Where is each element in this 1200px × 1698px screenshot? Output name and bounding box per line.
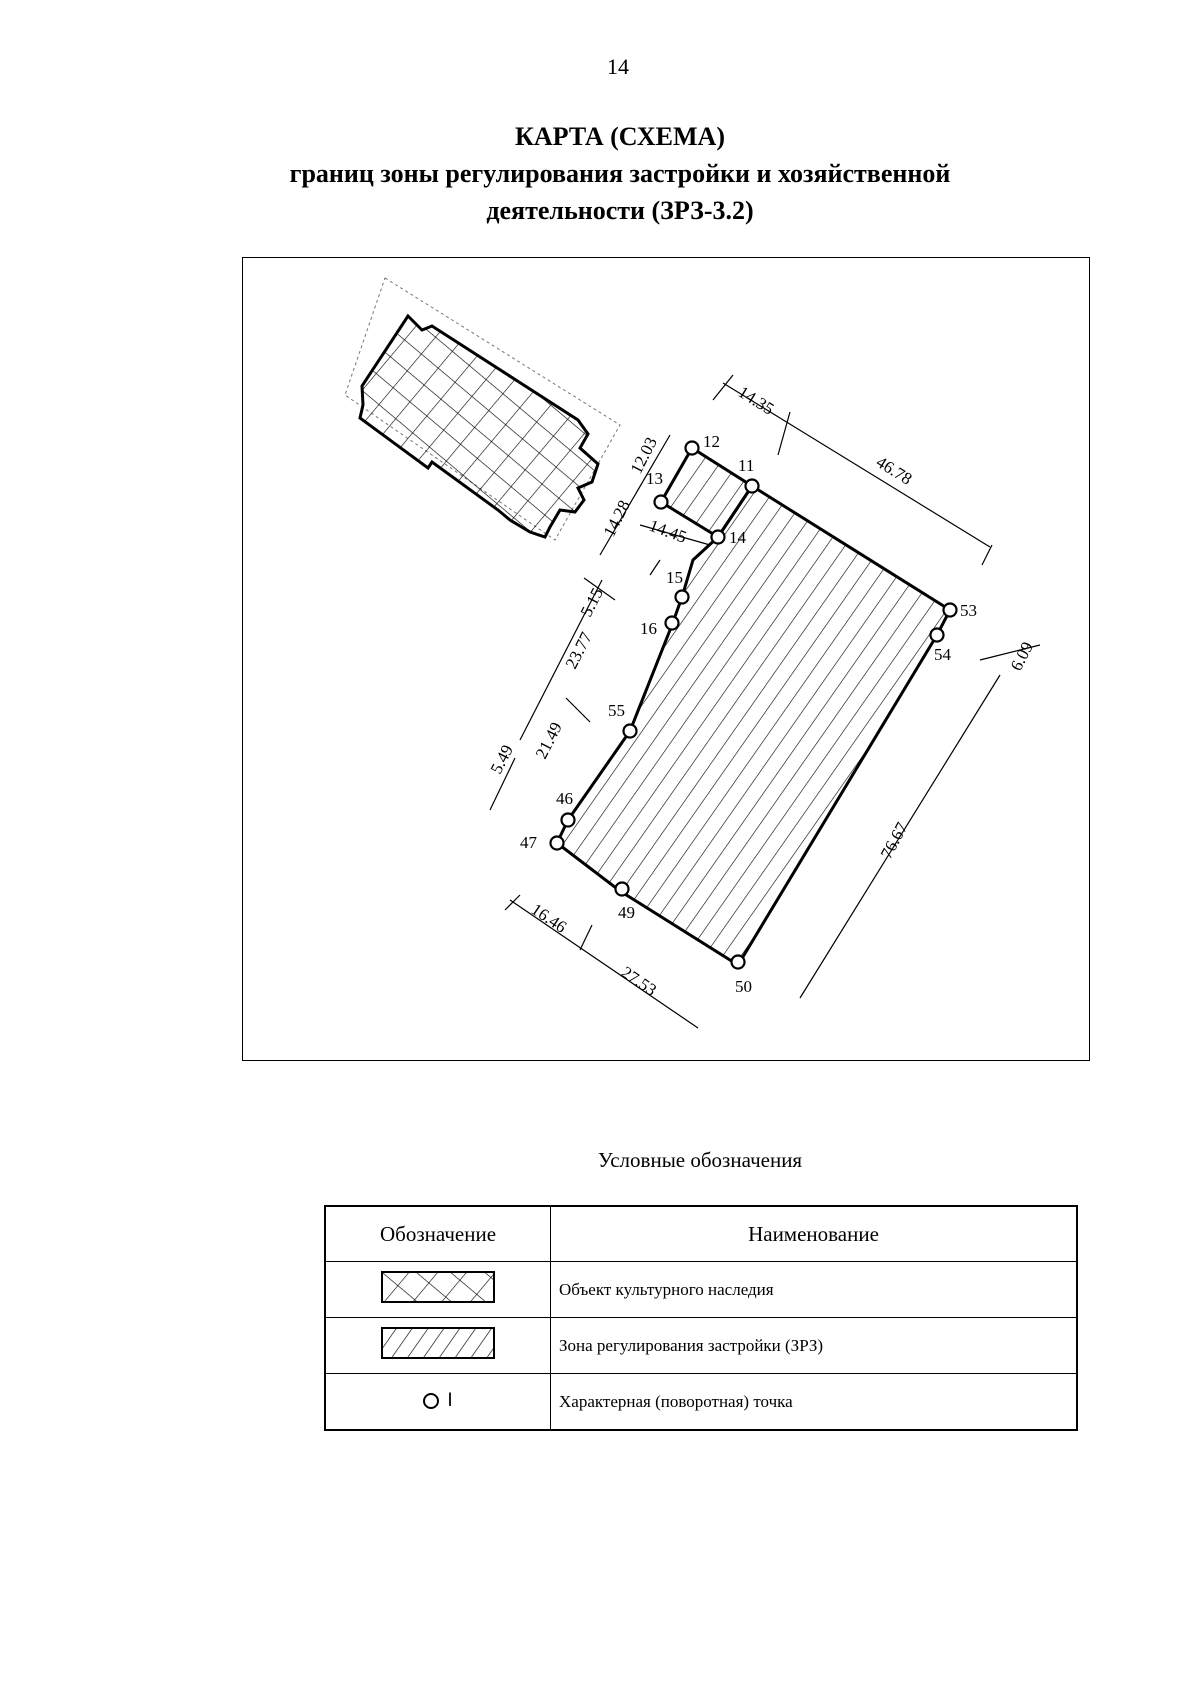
- dimension-label: 46.78: [873, 452, 916, 488]
- point-marker: [710, 529, 726, 545]
- point-label: 54: [934, 645, 952, 664]
- point-label: 50: [735, 977, 752, 996]
- legend-name: Характерная (поворотная) точка: [550, 1373, 1078, 1431]
- point-marker: [622, 723, 638, 739]
- point-label: 15: [666, 568, 683, 587]
- legend-table: Обозначение Наименование Объект культурн…: [324, 1205, 1078, 1431]
- point-label: 12: [703, 432, 720, 451]
- legend-title: Условные обозначения: [597, 1148, 803, 1172]
- crosshatch-swatch: [381, 1271, 495, 1303]
- heritage-outline: [344, 277, 621, 541]
- dimension-label: 23.77: [562, 629, 597, 672]
- point-label: 55: [608, 701, 625, 720]
- point-marker: [549, 835, 565, 851]
- point-label: 14: [729, 528, 747, 547]
- title-line-2: границ зоны регулирования застройки и хо…: [289, 159, 951, 188]
- point-marker: [744, 478, 760, 494]
- legend-row: I Характерная (поворотная) точка: [324, 1373, 1078, 1431]
- dimension-label: 6.09: [1007, 639, 1037, 674]
- point-labels: 12 11 13 14 15 16 53 54 55 46 47 49 50: [520, 432, 977, 996]
- heritage-object: [358, 313, 600, 539]
- legend-header-row: Обозначение Наименование: [324, 1205, 1078, 1262]
- map-frame: [242, 257, 1090, 1061]
- dimension-label: 21.49: [532, 719, 566, 762]
- dimension-label: 16.46: [528, 900, 570, 937]
- legend-name: Зона регулирования застройки (ЗРЗ): [550, 1317, 1078, 1374]
- dimension-label: 27.53: [618, 963, 660, 1000]
- point-circle-icon: I: [423, 1390, 453, 1412]
- point-marker: [730, 954, 746, 970]
- dimension-label: 14.28: [600, 497, 634, 540]
- legend-row: Объект культурного наследия: [324, 1261, 1078, 1318]
- point-marker: [674, 589, 690, 605]
- point-marker: [614, 881, 630, 897]
- point-marker: [942, 602, 958, 618]
- point-marker: [664, 615, 680, 631]
- point-label: 11: [738, 456, 754, 475]
- map-title: КАРТА (СХЕМА) границ зоны регулирования …: [0, 118, 1200, 229]
- dimension-label: 5.15: [577, 585, 607, 620]
- boundary-points: [549, 440, 958, 970]
- legend-header-symbol: Обозначение: [324, 1205, 551, 1262]
- point-marker: [684, 440, 700, 456]
- dimension-lines: [489, 374, 1041, 1029]
- point-label: 46: [556, 789, 573, 808]
- point-marker: [929, 627, 945, 643]
- point-label: 53: [960, 601, 977, 620]
- title-line-3: деятельности (ЗРЗ-3.2): [486, 196, 754, 225]
- point-label: 16: [640, 619, 657, 638]
- point-label: 49: [618, 903, 635, 922]
- diagonal-hatch-swatch: [381, 1327, 495, 1359]
- dimension-label: 14.35: [735, 382, 778, 418]
- title-line-1: КАРТА (СХЕМА): [514, 122, 725, 151]
- point-label: 47: [520, 833, 538, 852]
- legend-name: Объект культурного наследия: [550, 1261, 1078, 1318]
- point-marker: [653, 494, 669, 510]
- point-marker: [560, 812, 576, 828]
- page-number: 14: [607, 54, 629, 79]
- dimension-label: 14.45: [647, 516, 689, 547]
- point-label: 13: [646, 469, 663, 488]
- dimension-label: 5.49: [487, 742, 517, 777]
- legend-row: Зона регулирования застройки (ЗРЗ): [324, 1317, 1078, 1374]
- legend-header-name: Наименование: [550, 1205, 1078, 1262]
